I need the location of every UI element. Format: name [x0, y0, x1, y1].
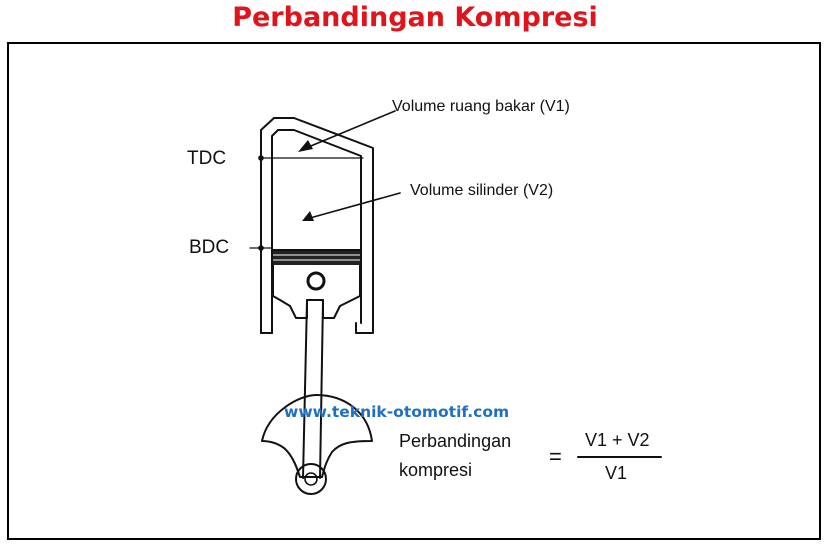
wrist-pin [306, 271, 326, 291]
v1-arrowhead [298, 140, 313, 152]
formula-lhs-line2: kompresi [399, 460, 473, 480]
formula-denominator: V1 [605, 463, 628, 483]
crank-counterweight [261, 394, 373, 478]
watermark-url: www.teknik-otomotif.com [284, 403, 510, 421]
piston-rings [273, 251, 360, 265]
v2-arrow-line [309, 192, 401, 219]
tdc-label: TDC [187, 148, 227, 169]
formula-lhs-line1: Perbandingan [399, 431, 512, 451]
v2-label: Volume silinder (V2) [410, 182, 554, 199]
v1-arrow-line [305, 110, 396, 149]
crank-big-end [295, 463, 327, 495]
bdc-dot [258, 245, 264, 251]
cylinder-outer-wall [260, 117, 374, 334]
bdc-label: BDC [189, 237, 230, 258]
formula-equals: = [549, 444, 562, 469]
page-title: Perbandingan Kompresi [232, 2, 598, 33]
connecting-rod [302, 299, 324, 479]
diagram-frame [7, 42, 821, 540]
v2-arrowhead [302, 211, 314, 221]
cylinder-inner-wall [271, 129, 362, 334]
crank-pin [304, 472, 318, 486]
tdc-dot [258, 155, 264, 161]
v1-label: Volume ruang bakar (V1) [392, 98, 570, 115]
formula-numerator: V1 + V2 [585, 430, 650, 450]
